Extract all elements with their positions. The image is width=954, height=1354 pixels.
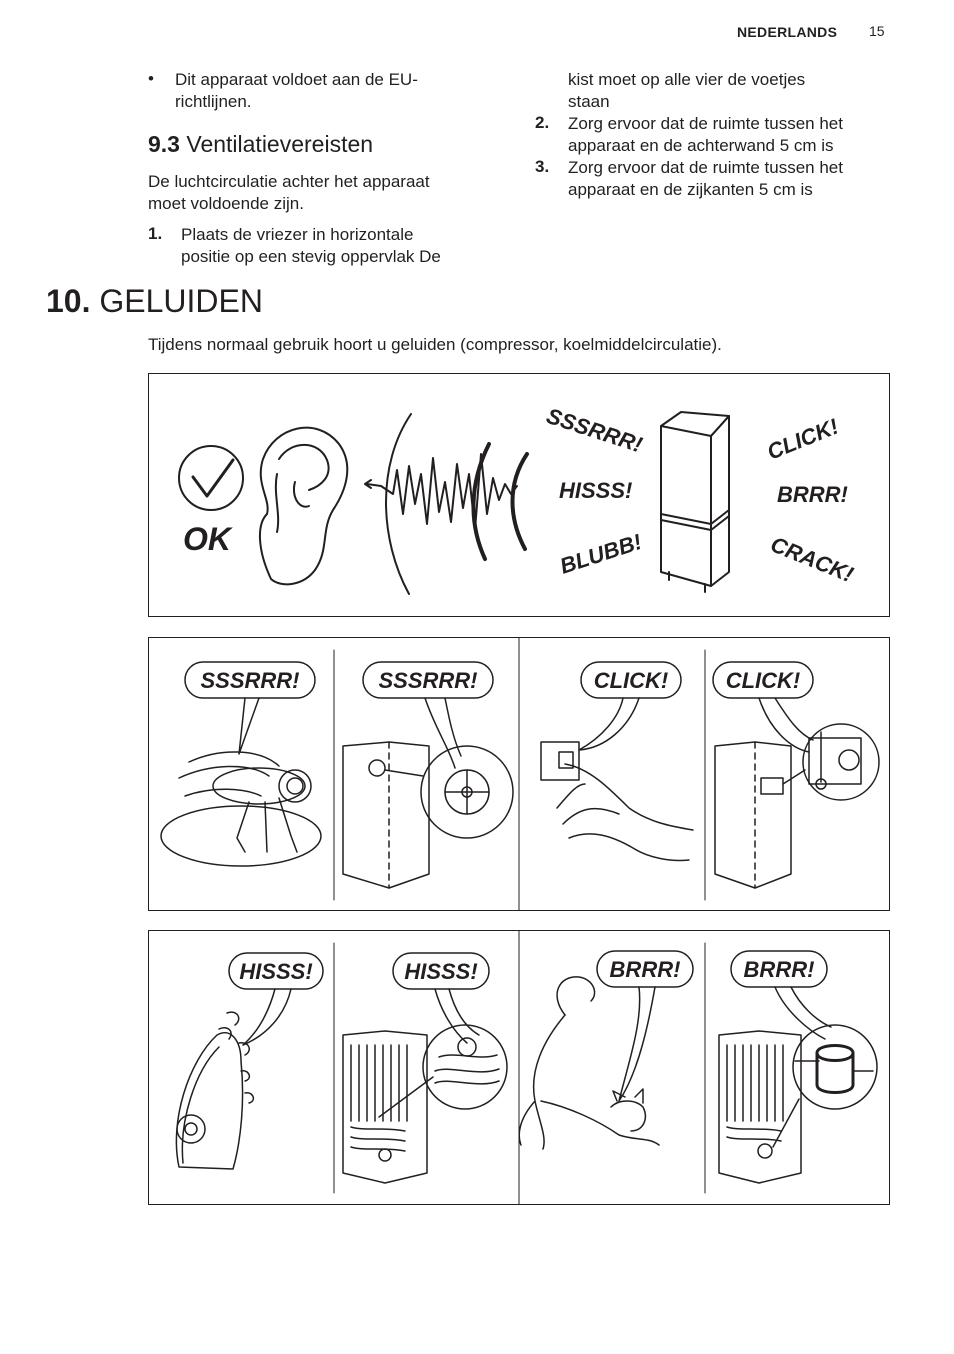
section-heading-9-3: 9.3 Ventilatievereisten: [148, 131, 373, 158]
step1-line-2: positie op een stevig oppervlak De: [181, 247, 441, 266]
ok-label: OK: [183, 521, 234, 557]
bubble-click-thermostat: CLICK!: [726, 668, 801, 693]
bullet-line-2: richtlijnen.: [175, 92, 252, 111]
bubble-hisss-coil: HISSS!: [404, 959, 477, 984]
illustration-row-2: HISSS! HISSS! BRRR! BRRR!: [148, 930, 890, 1205]
thermostat-icon: [714, 723, 880, 889]
cont-line-1: kist moet op alle vier de voetjes: [568, 70, 806, 89]
sound-sssrrr: SSSRRR!: [543, 403, 645, 457]
chapter-intro: Tijdens normaal gebruik hoort u geluiden…: [148, 335, 722, 354]
step1-number: 1.: [148, 224, 163, 243]
section-number: 9.3: [148, 131, 180, 157]
compressor-icon: [718, 1024, 878, 1184]
bubble-brrr-cat: BRRR!: [610, 957, 681, 982]
cat-icon: [518, 976, 660, 1150]
cont-line-2: staan: [568, 92, 610, 111]
chapter-number: 10.: [46, 283, 91, 319]
bubble-hisss-iron: HISSS!: [239, 959, 312, 984]
illustration-row-1: SSSRRR! SSSRRR! CLICK! CLICK!: [148, 637, 890, 911]
sound-blubb: BLUBB!: [557, 529, 645, 579]
step2-number: 2.: [535, 113, 550, 132]
overview-drawing: OK SSSRRR! HISSS! BLUBB! CLICK! BRRR! CR…: [178, 403, 857, 595]
step3-number: 3.: [535, 157, 550, 176]
fly-icon: [160, 751, 322, 867]
bubble-brrr-compressor: BRRR!: [744, 957, 815, 982]
bullet-dot: •: [148, 69, 154, 88]
soundwave-icon: [364, 413, 529, 595]
header-language: NEDERLANDS: [737, 24, 838, 40]
step1-line-1: Plaats de vriezer in horizontale: [181, 225, 414, 244]
bubble-sssrrr-fan: SSSRRR!: [378, 668, 477, 693]
iron-icon: [175, 1011, 255, 1170]
bubble-click-switch: CLICK!: [594, 668, 669, 693]
sound-brrr: BRRR!: [777, 482, 848, 507]
illustration-overview: OK SSSRRR! HISSS! BLUBB! CLICK! BRRR! CR…: [148, 373, 890, 617]
sound-crack: CRACK!: [767, 531, 857, 587]
fan-icon: [342, 741, 514, 889]
section-title: Ventilatievereisten: [186, 131, 374, 157]
row2-drawing: HISSS! HISSS! BRRR! BRRR!: [175, 931, 878, 1204]
step3-line-1: Zorg ervoor dat de ruimte tussen het: [568, 158, 843, 177]
chapter-title: GELUIDEN: [99, 283, 263, 319]
para-line-2: moet voldoende zijn.: [148, 194, 304, 213]
chapter-heading: 10. GELUIDEN: [46, 283, 263, 320]
page-number: 15: [869, 23, 885, 39]
sound-hisss: HISSS!: [559, 478, 632, 503]
step2-line-1: Zorg ervoor dat de ruimte tussen het: [568, 114, 843, 133]
switch-icon: [540, 741, 580, 781]
hand-icon: [556, 763, 694, 862]
sound-click: CLICK!: [764, 414, 842, 465]
check-icon: [178, 445, 244, 511]
fridge-icon: [660, 411, 730, 593]
para-line-1: De luchtcirculatie achter het apparaat: [148, 172, 430, 191]
row1-drawing: SSSRRR! SSSRRR! CLICK! CLICK!: [160, 638, 880, 910]
coil-icon: [342, 1024, 508, 1184]
bubble-sssrrr-fly: SSSRRR!: [200, 668, 299, 693]
ear-icon: [258, 426, 349, 586]
bullet-line-1: Dit apparaat voldoet aan de EU-: [175, 70, 418, 89]
step2-line-2: apparaat en de achterwand 5 cm is: [568, 136, 834, 155]
step3-line-2: apparaat en de zijkanten 5 cm is: [568, 180, 813, 199]
